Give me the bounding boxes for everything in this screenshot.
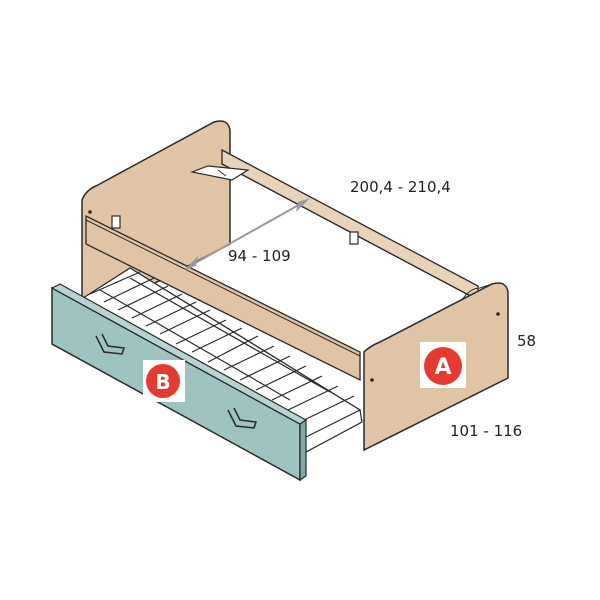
trundle-slats: [78, 267, 363, 453]
svg-text:A: A: [434, 355, 451, 380]
dimension-length: 200,4 - 210,4: [350, 178, 451, 196]
dimension-depth: 101 - 116: [450, 422, 522, 440]
front-rail: [85, 214, 361, 382]
svg-text:B: B: [155, 370, 170, 394]
badge-a: A: [420, 342, 466, 388]
dimension-height: 58: [517, 332, 536, 350]
dimension-width: 94 - 109: [228, 247, 291, 265]
badge-b: B: [143, 360, 185, 402]
drawer-handle-left: [95, 333, 126, 355]
drawer-handle-right: [227, 407, 258, 429]
width-arrow: [184, 198, 310, 270]
